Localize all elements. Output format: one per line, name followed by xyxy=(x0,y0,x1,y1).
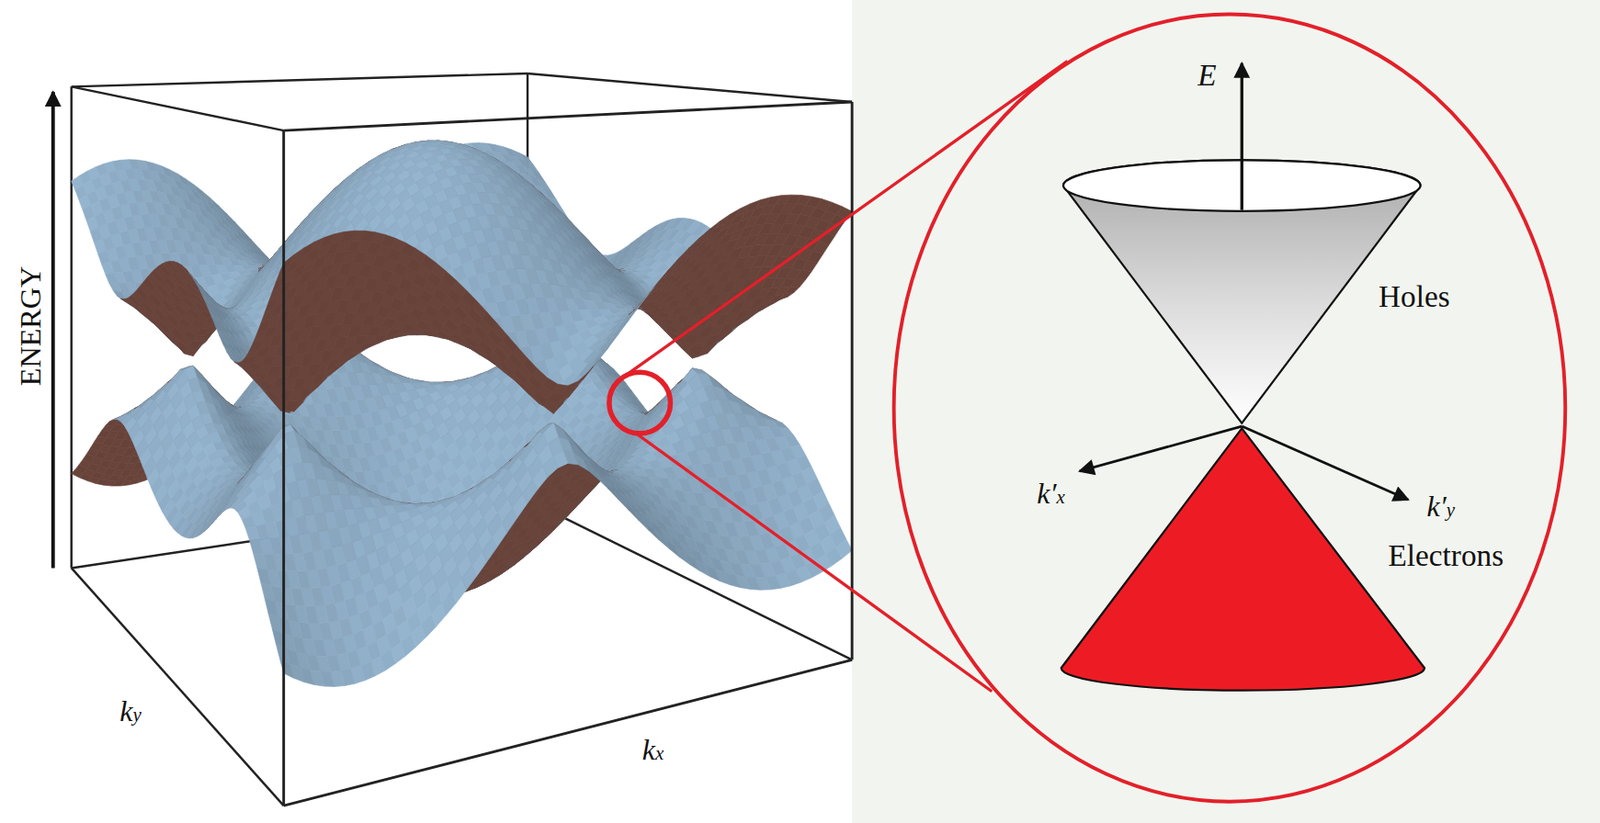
band-surface xyxy=(71,140,852,687)
